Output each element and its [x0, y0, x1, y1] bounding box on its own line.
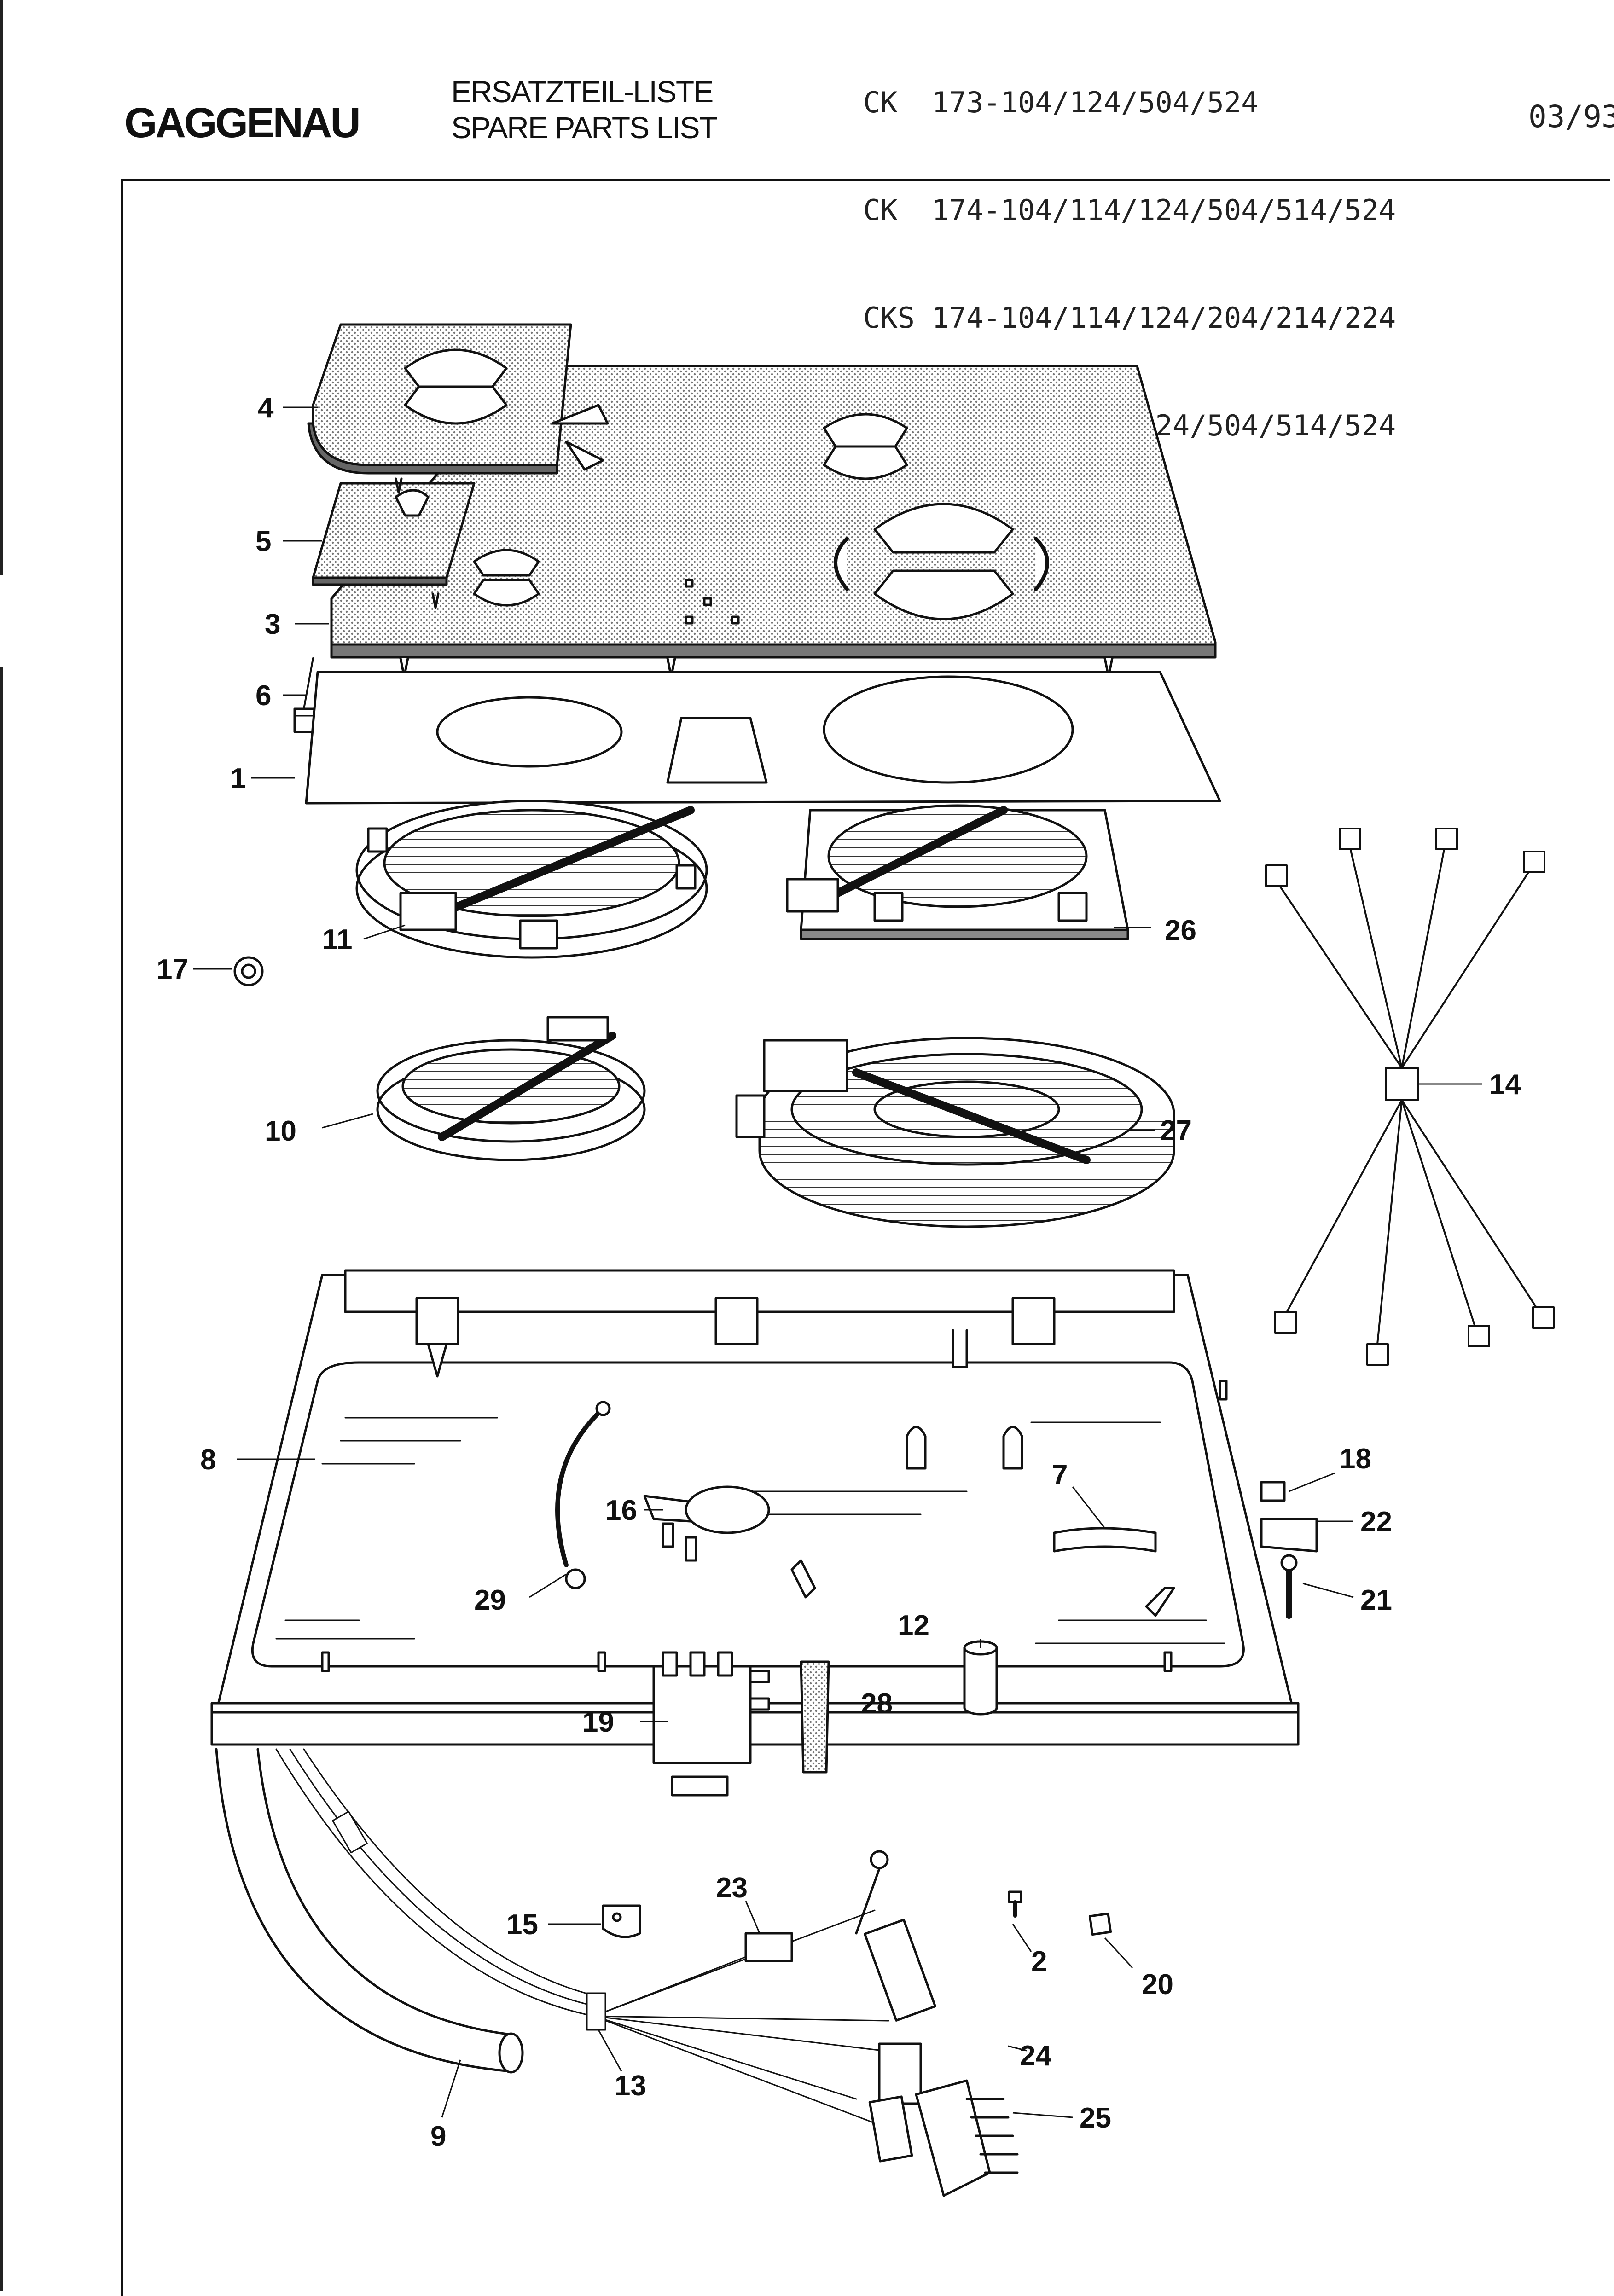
callout-29: 29: [474, 1584, 506, 1616]
callout-20: 20: [1142, 1969, 1173, 2000]
model-line: CK 173-104/124/504/524: [863, 86, 1259, 119]
callout-23: 23: [716, 1872, 748, 1904]
callout-7: 7: [1052, 1459, 1068, 1491]
model-line: CK 174-104/114/124/504/514/524: [863, 193, 1396, 227]
nut: [233, 956, 264, 986]
wiring-harness: [275, 1748, 903, 2128]
earth-lead: [555, 1401, 611, 1589]
document-date: 03/93: [1528, 99, 1614, 134]
terminal-strip: [915, 2079, 1019, 2197]
callout-14: 14: [1489, 1069, 1521, 1101]
callout-9: 9: [430, 2121, 446, 2152]
diagram-frame: [121, 179, 1610, 2296]
square-nut: [1088, 1912, 1112, 1936]
callout-labels: 4 5 3 6 1 11 26 17 10 27 14 8 16 7 18 22…: [157, 392, 1521, 2152]
cable-conduit: [215, 1748, 524, 2074]
connector-small: [744, 1932, 793, 1962]
callout-18: 18: [1340, 1443, 1371, 1475]
callout-26: 26: [1165, 915, 1196, 946]
title-english: SPARE PARTS LIST: [451, 110, 718, 145]
dual-zone-heating-element: [735, 1037, 1175, 1228]
model-line: CKS 174-104/114/124/204/214/224: [863, 301, 1396, 335]
callout-6: 6: [255, 680, 271, 712]
fixing-screw: [1280, 1554, 1298, 1619]
callout-1: 1: [230, 763, 246, 794]
cylindrical-spacer: [963, 1640, 998, 1716]
callout-22: 22: [1360, 1506, 1392, 1538]
callout-5: 5: [255, 526, 271, 557]
callout-10: 10: [265, 1115, 296, 1147]
connector-block: [855, 1850, 936, 2163]
callout-24: 24: [1020, 2040, 1051, 2072]
title-german: ERSATZTEIL-LISTE: [451, 75, 714, 109]
cable-clip: [602, 1904, 641, 1938]
callout-12: 12: [898, 1610, 929, 1641]
oval-heating-element: [786, 804, 1129, 940]
wiring-spider: [1265, 828, 1555, 1366]
callout-19: 19: [582, 1706, 614, 1738]
frame-section-lower: [312, 482, 476, 586]
gasket: [305, 671, 1221, 805]
bolt: [1008, 1890, 1022, 1918]
thermal-protector: [643, 1485, 770, 1562]
callout-8: 8: [200, 1444, 216, 1476]
fixing-bracket: [1260, 1518, 1318, 1553]
document-title: ERSATZTEIL-LISTE SPARE PARTS LIST: [451, 74, 718, 145]
callout-11: 11: [322, 924, 353, 956]
brand-logo: GAGGENAU: [124, 99, 361, 146]
radiant-heating-element-small: [376, 1016, 646, 1161]
callout-16: 16: [605, 1495, 637, 1526]
callout-25: 25: [1080, 2102, 1111, 2134]
radiant-heating-element-round: [355, 800, 708, 959]
page-edge-mark: [0, 667, 3, 2291]
callout-3: 3: [265, 609, 280, 640]
callout-13: 13: [615, 2070, 646, 2102]
callout-27: 27: [1160, 1115, 1192, 1147]
bracket-strip: [1053, 1527, 1157, 1553]
insulation-pad: [800, 1660, 830, 1774]
callout-4: 4: [258, 392, 274, 424]
callout-21: 21: [1360, 1584, 1392, 1616]
callout-2: 2: [1031, 1946, 1047, 1977]
callout-17: 17: [157, 954, 188, 986]
terminal-block: [652, 1651, 770, 1797]
callout-28: 28: [861, 1688, 893, 1720]
clip: [1260, 1481, 1286, 1502]
page-edge-mark: [0, 0, 3, 575]
callout-15: 15: [506, 1909, 538, 1941]
frame-section-upper: [307, 323, 609, 609]
leader-lines: [193, 406, 1482, 2118]
